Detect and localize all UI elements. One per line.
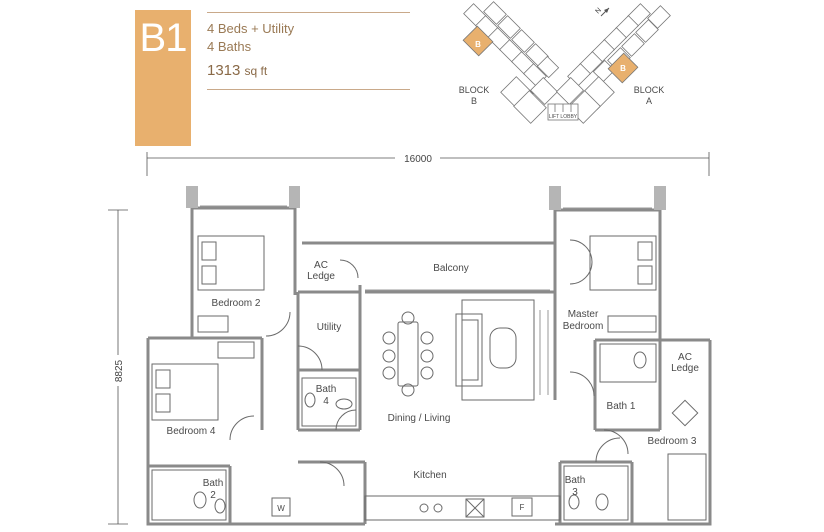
fridge-label: F [520,503,525,512]
north-arrow-icon: N [594,7,610,17]
block-a-outline [555,3,671,124]
key-plan [463,1,671,124]
bed-bedroom-3 [667,453,707,521]
kitchen-counter [364,495,561,521]
room-label-bath-3a: Bath [565,475,586,486]
block-a-label: BLOCK [634,85,665,95]
room-label-bath-4a: Bath [316,384,337,395]
unit-code: B1 [139,16,188,60]
width-dimension [146,152,710,176]
beds-count: 4 Beds + Utility [207,21,295,36]
dining-table [397,321,419,387]
area-value: 1313 [207,62,241,79]
room-label-bath-4b: 4 [323,396,329,407]
coffee-table [489,327,517,369]
room-label-utility: Utility [317,322,341,333]
unit-marker-block-a [607,52,639,84]
room-label-bath-1: Bath 1 [607,401,636,412]
north-label: N [594,7,603,16]
unit-marker-b-label: B [475,40,481,49]
washer-label: W [277,504,285,513]
room-label-bedroom-4: Bedroom 4 [167,426,216,437]
room-label-dining-living: Dining / Living [388,413,451,424]
sofa [455,313,483,387]
windows [200,205,652,395]
block-b-letter: B [471,96,477,106]
depth-dimension-label: 8825 [114,359,125,382]
room-label-ac-ledge-1b: Ledge [307,271,335,282]
room-label-kitchen: Kitchen [413,470,446,481]
room-label-master-b: Bedroom [563,321,604,332]
floor-plan-walls [146,186,712,526]
unit-marker-a-label: B [620,64,626,73]
bed-master [589,235,657,291]
room-label-bath-2b: 2 [210,490,216,501]
room-label-bedroom-2: Bedroom 2 [212,298,261,309]
unit-marker-block-b [462,25,494,57]
block-a-letter: A [646,96,652,106]
unit-area: 1313 sq ft [207,62,267,79]
room-label-ac-ledge-2a: AC [678,352,692,363]
room-label-balcony: Balcony [433,263,469,274]
room-label-ac-ledge-1a: AC [314,260,328,271]
block-b-label: BLOCK [459,85,490,95]
spec-bottom-rule [207,89,410,90]
room-label-bath-3b: 3 [572,487,578,498]
bed-bedroom-4 [151,363,219,421]
area-unit: sq ft [244,64,268,78]
wall-stubs [186,186,666,210]
room-label-bedroom-3: Bedroom 3 [648,436,697,447]
unit-type-badge [135,10,191,146]
room-label-ac-ledge-2b: Ledge [671,363,699,374]
bed-bedroom-2 [197,235,265,291]
lift-lobby-label: LIFT LOBBY [549,114,578,120]
room-label-master-a: Master [568,309,599,320]
washer [271,497,291,517]
room-label-bath-2a: Bath [203,478,224,489]
depth-dimension [108,209,128,525]
fridge [511,497,533,517]
width-dimension-label: 16000 [404,154,432,165]
spec-top-rule [207,12,410,13]
block-b-outline [463,1,560,124]
baths-count: 4 Baths [207,39,252,54]
furniture [151,235,707,521]
